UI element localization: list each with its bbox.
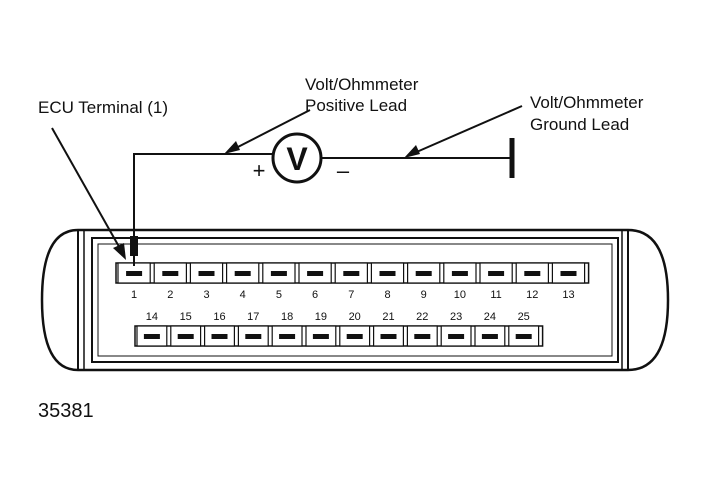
pin-number-13: 13 [562, 289, 574, 301]
pin-slot-6 [307, 271, 324, 276]
bottom-pin-row: 14 15 16 17 18 19 20 21 22 23 24 25 [134, 311, 544, 347]
pin-slot-17 [245, 334, 262, 339]
pin-slot-24 [481, 334, 498, 339]
pin-slot-3 [198, 271, 215, 276]
ground-lead-label-line1: Volt/Ohmmeter [530, 93, 644, 112]
pin-number-10: 10 [454, 289, 466, 301]
pin-slot-10 [451, 271, 468, 276]
pin-number-5: 5 [276, 289, 282, 301]
pin-number-24: 24 [484, 311, 496, 323]
pin-slot-1 [126, 271, 143, 276]
ground-lead-label-line2: Ground Lead [530, 115, 629, 134]
probe-tip [130, 236, 138, 256]
pin-slot-18 [279, 334, 296, 339]
pin-slot-14 [143, 334, 160, 339]
pin-slot-5 [270, 271, 287, 276]
pin-slot-25 [515, 334, 532, 339]
pin-slot-12 [524, 271, 541, 276]
positive-lead-label-line2: Positive Lead [305, 96, 407, 115]
plus-sign: + [253, 158, 266, 183]
pin-number-22: 22 [416, 311, 428, 323]
pin-slot-19 [312, 334, 329, 339]
pin-number-12: 12 [526, 289, 538, 301]
pin-number-15: 15 [180, 311, 192, 323]
pin-slot-9 [415, 271, 432, 276]
ground-lead-arrow [404, 105, 523, 158]
pin-number-6: 6 [312, 289, 318, 301]
pin-number-23: 23 [450, 311, 462, 323]
pin-number-8: 8 [384, 289, 390, 301]
pin-slot-22 [414, 334, 431, 339]
pin-number-17: 17 [247, 311, 259, 323]
pin-slot-13 [560, 271, 577, 276]
minus-sign: – [337, 158, 350, 183]
pin-slot-2 [162, 271, 179, 276]
pin-slot-23 [448, 334, 465, 339]
pin-slot-8 [379, 271, 396, 276]
pin-slot-7 [343, 271, 360, 276]
pin-number-14: 14 [146, 311, 158, 323]
pin-number-9: 9 [421, 289, 427, 301]
pin-slot-4 [234, 271, 251, 276]
pin-slot-11 [488, 271, 505, 276]
pin-number-21: 21 [382, 311, 394, 323]
pin-number-1: 1 [131, 289, 137, 301]
pin-number-16: 16 [213, 311, 225, 323]
figure-number: 35381 [38, 400, 94, 422]
pin-number-18: 18 [281, 311, 293, 323]
pin-number-20: 20 [349, 311, 361, 323]
connector-inner-frame [91, 237, 619, 363]
positive-lead-label-line1: Volt/Ohmmeter [305, 75, 419, 94]
bottom-row-outline [134, 325, 544, 347]
pin-number-11: 11 [490, 289, 501, 301]
ecu-terminal-label: ECU Terminal (1) [38, 98, 168, 117]
pin-slot-16 [211, 334, 228, 339]
connector-inner-frame-2 [97, 243, 613, 357]
positive-lead-arrow [224, 109, 311, 154]
pin-slot-15 [177, 334, 194, 339]
voltmeter-symbol: V [286, 141, 308, 177]
pin-number-3: 3 [203, 289, 209, 301]
pin-number-4: 4 [240, 289, 246, 301]
ecu-terminal-arrow [51, 127, 126, 260]
pin-slot-20 [346, 334, 363, 339]
pin-number-25: 25 [518, 311, 530, 323]
pin-number-2: 2 [167, 289, 173, 301]
pin-number-7: 7 [348, 289, 354, 301]
pin-slot-21 [380, 334, 397, 339]
pin-number-19: 19 [315, 311, 327, 323]
positive-lead-wire [133, 153, 272, 266]
